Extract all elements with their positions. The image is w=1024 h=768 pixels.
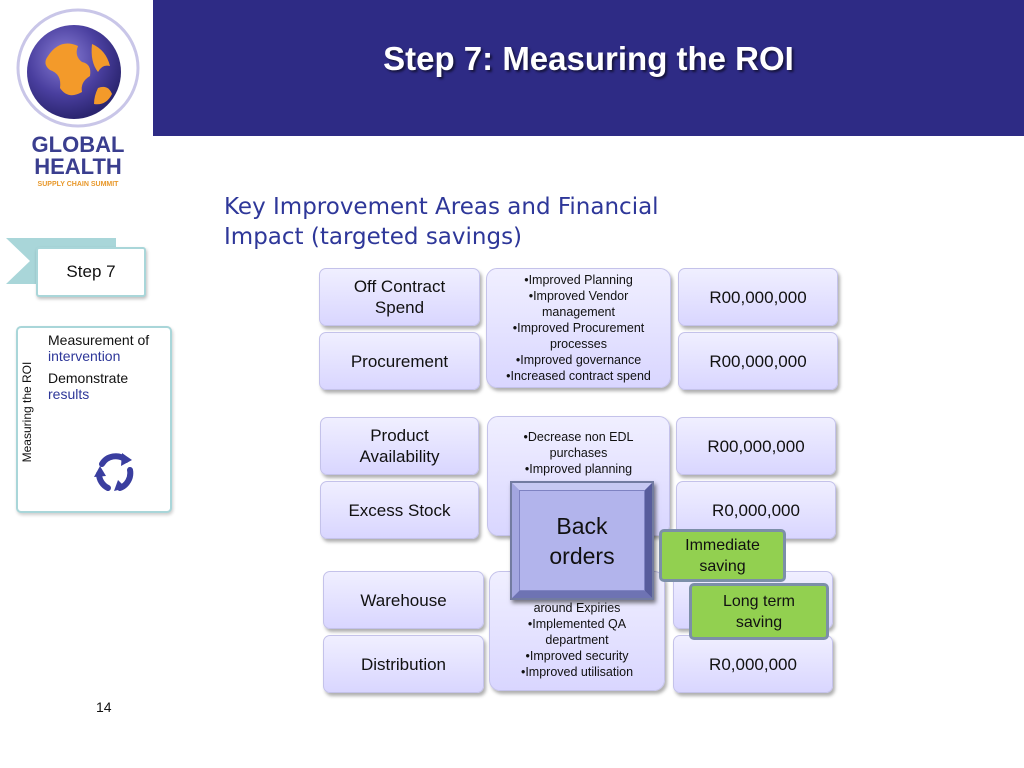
slide-title: Step 7: Measuring the ROI [383, 40, 794, 77]
value-procurement: R00,000,000 [678, 332, 838, 390]
detail-line: processes [550, 337, 607, 351]
recycle-arrows-icon [94, 453, 134, 491]
value-product-availability: R00,000,000 [676, 417, 836, 475]
details-group-1: •Improved Planning •Improved Vendor mana… [486, 268, 671, 388]
back-orders-line: orders [549, 542, 615, 569]
area-label: Availability [359, 447, 440, 466]
globe-logo-icon [16, 8, 140, 128]
area-label: Spend [374, 298, 425, 317]
value-distribution: R0,000,000 [673, 635, 833, 693]
detail-line: •Improved security [525, 649, 629, 663]
detail-line: •Increased contract spend [506, 369, 651, 383]
side-item-2-line-1: Demonstrate [48, 370, 129, 386]
side-item-1-line-1: Measurement of [48, 332, 150, 348]
area-label: Warehouse [360, 590, 447, 610]
tag-line: Immediate [685, 536, 760, 554]
area-label: Excess Stock [348, 500, 451, 520]
side-item-2-line-2: results [48, 386, 90, 402]
long-term-saving-tag: Long term saving [689, 583, 829, 640]
side-panel-vertical-label: Measuring the ROI [20, 361, 34, 463]
area-label: Procurement [350, 351, 449, 371]
area-procurement: Procurement [319, 332, 480, 390]
page-number: 14 [96, 699, 112, 715]
detail-line: •Improved utilisation [520, 665, 634, 679]
immediate-saving-tag: Immediate saving [659, 529, 786, 582]
subtitle-line-2: Impact (targeted savings) [224, 224, 523, 250]
detail-line: •Implemented QA [527, 617, 627, 631]
detail-line: department [545, 633, 609, 647]
step-indicator: Step 7 [36, 247, 146, 297]
back-orders-callout: Back orders [510, 481, 654, 600]
tag-line: Long term [722, 592, 796, 610]
detail-line: purchases [549, 446, 608, 460]
area-label: Distribution [360, 654, 447, 674]
detail-line: around Expiries [533, 601, 621, 615]
area-product-availability: Product Availability [320, 417, 479, 475]
subtitle: Key Improvement Areas and Financial Impa… [224, 192, 744, 252]
back-orders-label: Back orders [519, 490, 645, 591]
side-item-1-line-2: intervention [48, 348, 121, 364]
header-band [153, 0, 1024, 136]
area-warehouse: Warehouse [323, 571, 484, 629]
tag-line: saving [699, 557, 746, 575]
logo-line-3: SUPPLY CHAIN SUMMIT [38, 181, 120, 188]
bevel-shading [512, 483, 652, 598]
area-label: Off Contract [353, 277, 446, 296]
back-orders-line: Back [556, 512, 608, 539]
tag-line: saving [735, 613, 783, 631]
side-panel [16, 326, 172, 513]
area-distribution: Distribution [323, 635, 484, 693]
detail-line: management [542, 305, 615, 319]
logo-line-2: HEALTH [34, 154, 122, 179]
detail-line: •Improved Vendor [528, 289, 629, 303]
detail-line: •Improved Planning [524, 273, 633, 287]
global-health-logo: GLOBAL HEALTH SUPPLY CHAIN SUMMIT [16, 8, 140, 188]
area-excess-stock: Excess Stock [320, 481, 479, 539]
detail-line: •Decrease non EDL [523, 430, 634, 444]
detail-line: •Improved planning [524, 462, 633, 476]
side-panel-text: Measurement of intervention Demonstrate … [48, 332, 149, 402]
detail-line: •Improved governance [515, 353, 642, 367]
logo-line-1: GLOBAL [32, 132, 125, 157]
area-off-contract-spend: Off Contract Spend [319, 268, 480, 326]
subtitle-line-1: Key Improvement Areas and Financial [224, 194, 659, 220]
area-label: Product [370, 426, 429, 445]
detail-line: •Improved Procurement [512, 321, 645, 335]
value-off-contract-spend: R00,000,000 [678, 268, 838, 326]
